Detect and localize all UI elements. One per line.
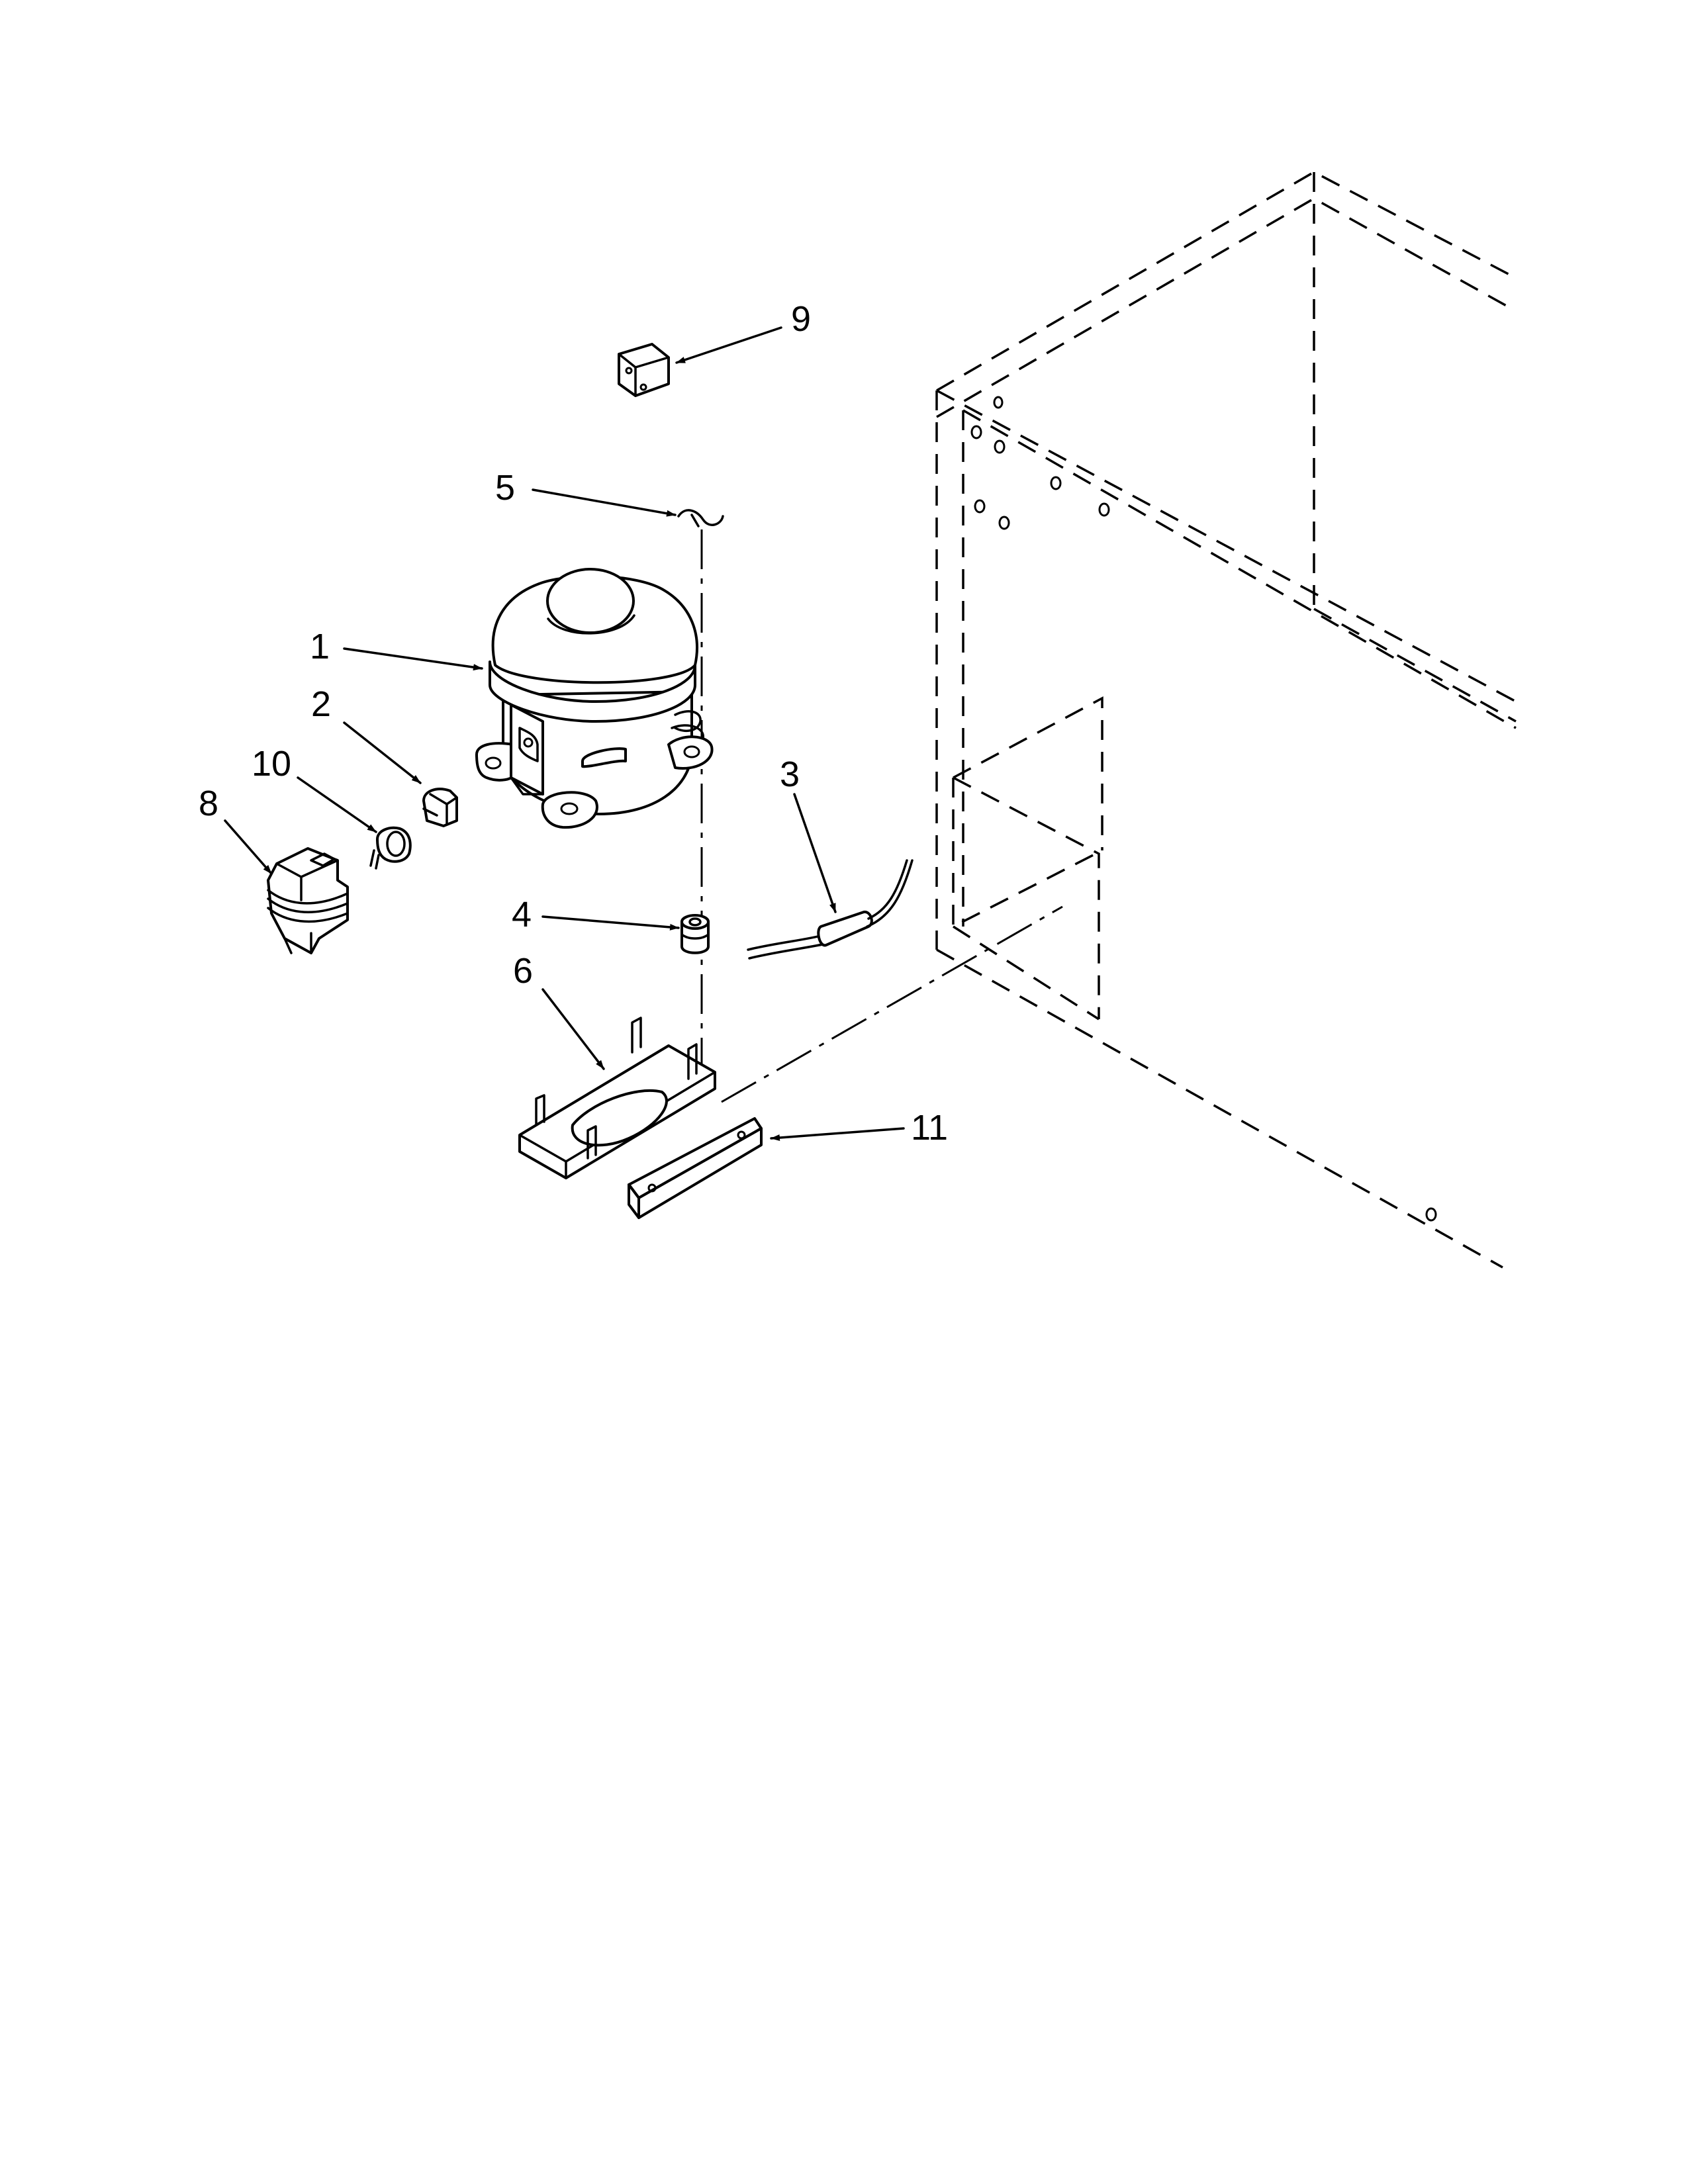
- callout-9: 9: [791, 299, 811, 339]
- leader-4: [541, 915, 680, 931]
- callout-2: 2: [311, 684, 331, 724]
- callout-labels: 9 5 1 2 10 8 3 4 6 11: [199, 299, 948, 1148]
- part-2-overload: [422, 788, 458, 827]
- base-alignment-line: [721, 905, 1063, 1103]
- callout-1: 1: [310, 627, 330, 666]
- callout-8: 8: [199, 784, 218, 823]
- callout-11: 11: [911, 1108, 948, 1148]
- part-8-relay: [267, 847, 349, 954]
- callout-4: 4: [512, 895, 532, 934]
- part-1-compressor: [475, 568, 714, 829]
- leader-11: [770, 1127, 905, 1142]
- callout-6: 6: [513, 951, 533, 991]
- leader-5: [532, 488, 677, 517]
- leader-10: [297, 776, 377, 833]
- part-9-component: [618, 343, 670, 397]
- leader-lines: [224, 326, 905, 1142]
- part-3-tube: [747, 859, 914, 960]
- part-6-base-plate: [518, 1017, 716, 1179]
- cabinet-holes: [970, 396, 1437, 1222]
- part-5-clip: [677, 509, 724, 527]
- part-4-grommet: [680, 914, 710, 954]
- part-10-cap: [369, 826, 412, 870]
- leader-1: [343, 647, 483, 671]
- callout-3: 3: [780, 754, 800, 794]
- callout-5: 5: [495, 468, 515, 508]
- cabinet-outline: [935, 171, 1517, 1269]
- callout-10: 10: [252, 744, 291, 784]
- leader-3: [793, 793, 837, 913]
- part-11-rail: [628, 1117, 763, 1219]
- leader-8: [224, 819, 273, 875]
- leader-2: [343, 721, 422, 784]
- leader-6: [541, 988, 605, 1070]
- leader-9: [675, 326, 782, 364]
